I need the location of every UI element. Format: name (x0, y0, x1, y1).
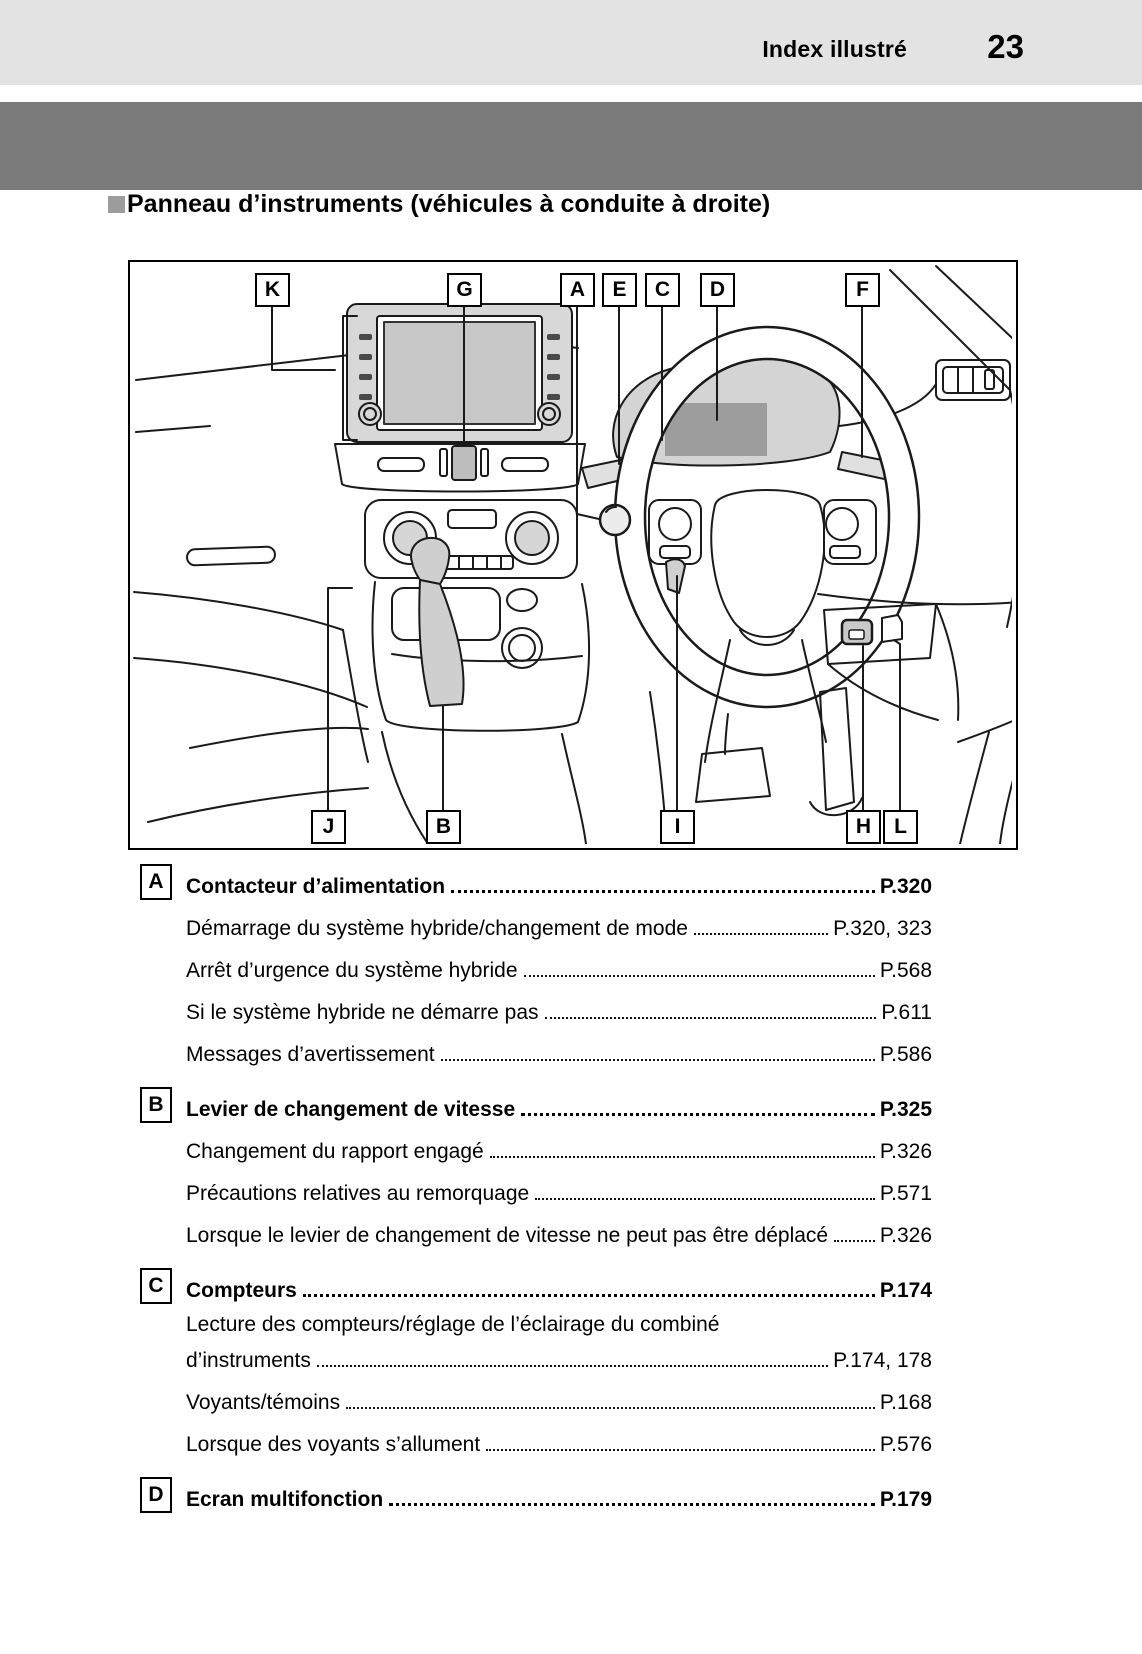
page-ref: P.168 (879, 1391, 932, 1414)
steering-wheel-hub (648, 489, 877, 763)
hazard-switch (451, 445, 477, 481)
page-title: Panneau d’instruments (véhicules à condu… (108, 190, 770, 219)
shift-knob (410, 536, 451, 585)
page-ref: P.571 (879, 1182, 932, 1205)
dashboard-figure: K G A E C D F J B I H L (128, 260, 1018, 850)
side-air-vent (829, 359, 1011, 428)
callout-J: J (311, 810, 346, 844)
entry-label: Arrêt d’urgence du système hybride (186, 959, 518, 982)
page-ref: P.326 (879, 1224, 932, 1247)
index-entry-D: D Ecran multifonction P.179 (140, 1471, 932, 1513)
index-subentry: Lorsque le levier de changement de vites… (140, 1207, 932, 1249)
dot-leader (535, 1198, 875, 1200)
callout-K: K (255, 273, 290, 307)
page-ref: P.320 (879, 875, 932, 898)
index-subentry: Démarrage du système hybride/changement … (140, 900, 932, 942)
index-subentry: Messages d’avertissement P.586 (140, 1026, 932, 1068)
power-switch (598, 503, 632, 537)
dot-leader (489, 1156, 875, 1158)
square-bullet-icon (108, 196, 125, 213)
page-ref: P.179 (879, 1488, 932, 1511)
callout-A: A (560, 273, 595, 307)
index-subentry-line1: Lecture des compteurs/réglage de l’éclai… (140, 1304, 932, 1338)
index-entry-B: B Levier de changement de vitesse P.325 (140, 1081, 932, 1123)
page-ref: P.325 (879, 1098, 932, 1121)
callout-I: I (660, 810, 695, 844)
shift-lever (418, 579, 465, 707)
entry-label: Lorsque des voyants s’allument (186, 1433, 481, 1456)
entry-label: d’instruments (186, 1349, 311, 1372)
dot-leader (440, 1059, 875, 1061)
letter-box: A (140, 864, 172, 900)
dot-leader (346, 1407, 875, 1409)
chapter-banner (0, 102, 1142, 190)
multimedia-display (346, 303, 573, 443)
page-ref: P.586 (879, 1043, 932, 1066)
leader-lines (271, 306, 901, 811)
entry-label: Démarrage du système hybride/changement … (186, 917, 688, 940)
release-lever (665, 558, 686, 594)
header-band (0, 0, 1142, 85)
index-subentry: Précautions relatives au remorquage P.57… (140, 1165, 932, 1207)
dot-leader (693, 933, 829, 935)
callout-D: D (700, 273, 735, 307)
page-ref: P.576 (879, 1433, 932, 1456)
entry-label: Lorsque le levier de changement de vites… (186, 1224, 829, 1247)
dot-leader (486, 1449, 875, 1451)
callout-G: G (447, 273, 482, 307)
entry-label: Voyants/témoins (186, 1391, 341, 1414)
index-subentry: Changement du rapport engagé P.326 (140, 1123, 932, 1165)
callout-L: L (883, 810, 918, 844)
dot-leader (544, 1017, 877, 1019)
entry-title: Levier de changement de vitesse (186, 1098, 516, 1121)
dot-leader (451, 890, 875, 893)
page-ref: P.568 (879, 959, 932, 982)
climate-control-panel (364, 499, 578, 579)
page-number: 23 (987, 28, 1024, 65)
callout-C: C (645, 273, 680, 307)
center-console (371, 536, 591, 844)
page-ref: P.174, 178 (833, 1349, 932, 1372)
entry-label: Si le système hybride ne démarre pas (186, 1001, 539, 1024)
entry-title: Contacteur d’alimentation (186, 875, 446, 898)
header-section-title: Index illustré (762, 36, 907, 62)
index-entry-A: A Contacteur d’alimentation P.320 (140, 858, 932, 900)
index-subentry: Si le système hybride ne démarre pas P.6… (140, 984, 932, 1026)
dot-leader (521, 1113, 875, 1116)
index-subentry: Arrêt d’urgence du système hybride P.568 (140, 942, 932, 984)
page-title-text: Panneau d’instruments (véhicules à condu… (127, 190, 771, 218)
entry-label: Messages d’avertissement (186, 1043, 435, 1066)
entry-title: Ecran multifonction (186, 1488, 384, 1511)
page-ref: P.320, 323 (833, 917, 932, 940)
index-subentry-line2: d’instruments P.174, 178 (140, 1338, 932, 1374)
index-list: A Contacteur d’alimentation P.320 Démarr… (140, 858, 932, 1513)
entry-label: Précautions relatives au remorquage (186, 1182, 530, 1205)
page-ref: P.611 (881, 1001, 932, 1024)
dot-leader (389, 1503, 875, 1506)
entry-label: Changement du rapport engagé (186, 1140, 484, 1163)
dot-leader (316, 1365, 829, 1367)
index-subentry: Lorsque des voyants s’allument P.576 (140, 1416, 932, 1458)
letter-box: D (140, 1477, 172, 1513)
entry-label: Lecture des compteurs/réglage de l’éclai… (186, 1313, 720, 1336)
entry-title: Compteurs (186, 1279, 297, 1302)
page-ref: P.174 (879, 1279, 932, 1302)
callout-E: E (602, 273, 637, 307)
hazard-switch-trim (334, 443, 586, 493)
callout-F: F (845, 273, 880, 307)
dot-leader (302, 1294, 875, 1297)
dot-leader (523, 975, 875, 977)
letter-box: C (140, 1268, 172, 1304)
index-entry-C: C Compteurs P.174 (140, 1262, 932, 1304)
callout-B: B (426, 810, 461, 844)
page-ref: P.326 (879, 1140, 932, 1163)
dashboard-illustration (133, 265, 1012, 844)
steering-wheel-rim (613, 325, 921, 709)
letter-box: B (140, 1087, 172, 1123)
dot-leader (834, 1240, 875, 1242)
index-subentry: Voyants/témoins P.168 (140, 1374, 932, 1416)
callout-H: H (846, 810, 881, 844)
switch-l (881, 614, 903, 643)
under-dash-switch-panel (817, 593, 1012, 721)
